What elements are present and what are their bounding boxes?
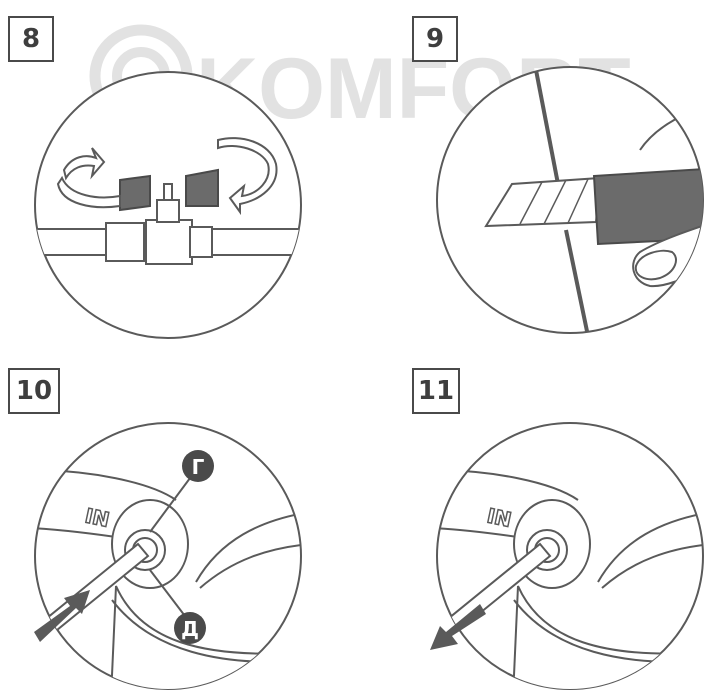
callout-label-d: Д	[181, 617, 199, 641]
step-badge-9: 9	[412, 16, 458, 62]
valve-stem	[156, 199, 180, 223]
callout-badge-g	[182, 450, 214, 482]
pipe-line-upper	[534, 69, 560, 185]
valve-pin	[163, 183, 173, 201]
port-label: IN	[485, 503, 514, 532]
step-8-illustration	[34, 71, 302, 339]
port-label: IN	[83, 503, 112, 532]
left-nut	[105, 222, 145, 262]
step-9-illustration	[436, 66, 704, 334]
callout-label-g: Г	[192, 455, 205, 479]
handle-left	[119, 174, 151, 212]
callout-leader-d	[149, 569, 189, 621]
fingernail	[634, 249, 677, 281]
handle-right	[185, 168, 219, 207]
cutter-handle	[592, 166, 703, 246]
rotate-arrow-left-icon	[56, 147, 121, 209]
step-10-illustration: IN Г Д	[34, 422, 302, 690]
valve-body	[145, 219, 193, 265]
callout-leader-g	[149, 469, 197, 533]
pipe-line-lower	[564, 229, 590, 333]
callout-badge-d	[174, 612, 206, 644]
push-in-arrow-icon	[34, 590, 90, 642]
pull-out-arrow-icon	[430, 604, 486, 650]
rotate-arrow-right-icon	[217, 137, 278, 216]
step-badge-10: 10	[8, 368, 60, 414]
valve-right-fitting	[189, 226, 213, 258]
step-badge-8: 8	[8, 16, 54, 62]
step-11-illustration: IN	[430, 422, 704, 690]
step-badge-11: 11	[412, 368, 460, 414]
